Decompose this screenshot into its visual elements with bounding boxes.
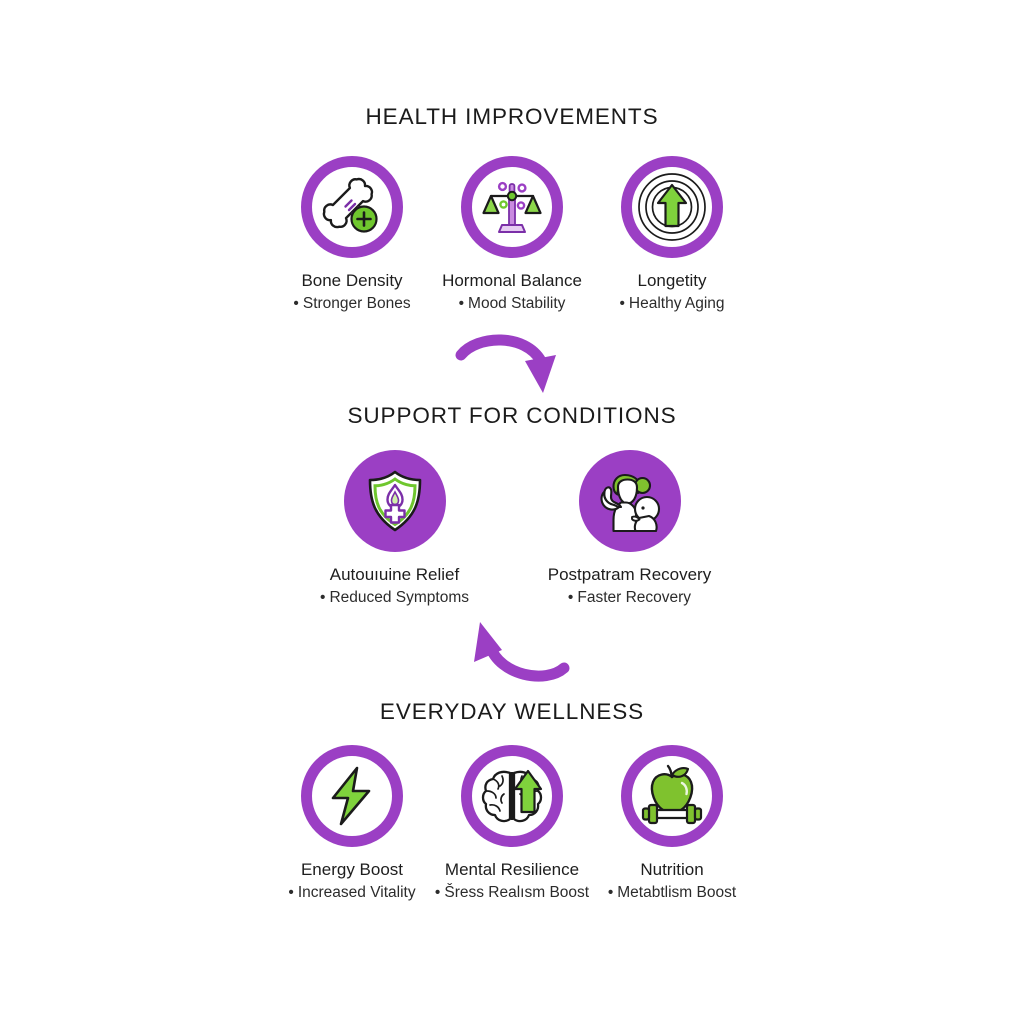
badge-mental-resilience (461, 745, 563, 847)
bullet-dot: • (619, 294, 625, 312)
card-bone-density[interactable]: Bone Density •Stronger Bones (272, 156, 432, 312)
card-sub-text: Reduced Symptoms (329, 588, 469, 606)
card-label: Mental Resilience (444, 860, 580, 879)
card-sub-text: Šress Realısm Boost (444, 883, 590, 901)
card-sub: •Metabtlism Boost (607, 883, 737, 901)
badge-nutrition (621, 745, 723, 847)
card-sub: •Šress Realısm Boost (434, 883, 590, 901)
shield-flame-cross-icon (368, 470, 421, 532)
card-label: Nutrition (640, 860, 704, 879)
bone-plus-icon (322, 177, 378, 233)
card-label: Hormonal Balance (442, 271, 582, 290)
arrow-wellness-to-conditions (474, 622, 570, 682)
bullet-dot: • (288, 883, 294, 901)
card-sub: •Stronger Bones (293, 294, 411, 312)
badge-bone-density (301, 156, 403, 258)
badge-postpartum-recovery (578, 450, 681, 552)
mother-baby-flex-icon (600, 473, 660, 533)
card-sub: •Healthy Aging (619, 294, 725, 312)
card-sub-text: Metabtlism Boost (617, 883, 737, 901)
bullet-dot: • (293, 294, 299, 312)
card-label: Bone Density (301, 271, 403, 290)
card-sub-text: Stronger Bones (302, 294, 411, 312)
card-label: Longetity (637, 271, 707, 290)
badge-hormonal-balance (461, 156, 563, 258)
card-mental-resilience[interactable]: Mental Resilience •Šress Realısm Boost (432, 745, 592, 901)
card-label: Energy Boost (300, 860, 404, 879)
upward-arrow-rings-icon (638, 173, 706, 241)
card-nutrition[interactable]: Nutrition •Metabtlism Boost (592, 745, 752, 901)
badge-longetity (621, 156, 723, 258)
card-label: Postpatram Recovery (547, 565, 712, 584)
card-postpartum-recovery[interactable]: Postpatram Recovery •Faster Recovery (512, 450, 747, 606)
section-title-everyday-wellness: EVERYDAY WELLNESS (379, 699, 645, 724)
bullet-dot: • (434, 883, 441, 901)
brain-arrow-icon (481, 769, 543, 823)
card-sub: •Increased Vitality (288, 883, 416, 901)
card-sub: •Faster Recovery (567, 588, 692, 606)
card-sub-text: Faster Recovery (577, 588, 692, 606)
section-title-health-improvements: HEALTH IMPROVEMENTS (365, 104, 659, 129)
badge-energy-boost (301, 745, 403, 847)
section-title-support-for-conditions: SUPPORT FOR CONDITIONS (347, 403, 677, 428)
card-label: Autouıuine Relief (329, 565, 460, 584)
card-energy-boost[interactable]: Energy Boost •Increased Vitality (272, 745, 432, 901)
card-sub-text: Mood Stability (468, 294, 566, 312)
bullet-dot: • (567, 588, 574, 606)
badge-autoimmune-relief (343, 450, 446, 552)
balance-scales-icon (482, 181, 542, 233)
card-sub: •Mood Stability (458, 294, 566, 312)
card-sub-text: Increased Vitality (297, 883, 416, 901)
card-hormonal-balance[interactable]: Hormonal Balance •Mood Stability (432, 156, 592, 312)
lightning-bolt-icon (331, 766, 371, 826)
card-autoimmune-relief[interactable]: Autouıuine Relief •Reduced Symptoms (277, 450, 512, 606)
bullet-dot: • (607, 883, 614, 901)
arrow-improvements-to-conditions (455, 334, 556, 393)
card-longetity[interactable]: Longetity •Healthy Aging (592, 156, 752, 312)
card-sub-text: Healthy Aging (628, 294, 725, 312)
bullet-dot: • (320, 588, 326, 606)
bullet-dot: • (458, 294, 465, 312)
card-sub: •Reduced Symptoms (320, 588, 469, 606)
apple-dumbbell-icon (641, 764, 703, 825)
